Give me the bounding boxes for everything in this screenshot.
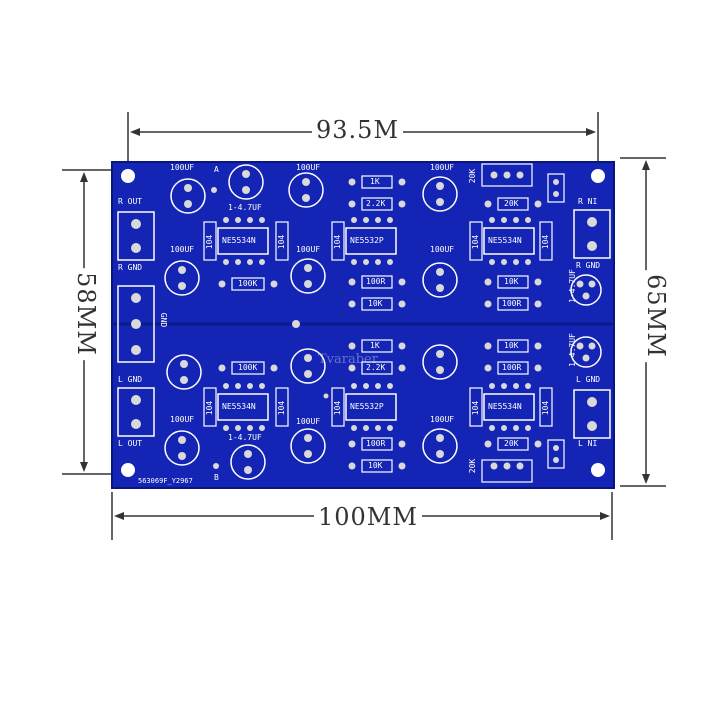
- label-c104-5: 104: [541, 234, 551, 250]
- label-r-20k-top: 20K: [504, 199, 519, 208]
- mounting-holes: [121, 169, 605, 477]
- label-r-ni: R NI: [578, 197, 598, 206]
- label-r-100r-right-top: 100R: [502, 299, 522, 308]
- label-cap-4: 100UF: [170, 245, 195, 254]
- connector-r-out: [117, 211, 155, 261]
- label-r-10k-bottom: 10K: [368, 461, 383, 470]
- label-c104-7: 104: [277, 400, 287, 416]
- label-ic-left-top: NE5534N: [222, 236, 256, 245]
- potentiometer-top: [481, 163, 565, 203]
- label-l-gnd-right: L GND: [576, 375, 601, 384]
- label-cap-small-4: 1-4.7UF: [567, 333, 577, 367]
- dimension-arrows: [80, 128, 650, 520]
- label-l-ni: L NI: [578, 439, 598, 448]
- potentiometer-bottom: [481, 439, 565, 483]
- watermark: Tvaraber: [318, 352, 378, 367]
- label-c104-6: 104: [205, 400, 215, 416]
- label-r-2k2-top: 2.2K: [366, 199, 386, 208]
- label-pot-20k-bottom: 20K: [468, 458, 478, 474]
- resistor-pads: [218, 178, 542, 470]
- label-r-10k-right-top: 10K: [504, 277, 519, 286]
- label-cap-7: 100UF: [170, 415, 195, 424]
- label-cap-9: 100UF: [430, 415, 455, 424]
- label-cap-2: 100UF: [296, 163, 321, 172]
- label-r-100r-bottom: 100R: [366, 439, 386, 448]
- label-cap-small-3: 1-4.7UF: [567, 269, 577, 303]
- connector-r-ni: [573, 209, 611, 259]
- label-r-10k-top: 10K: [368, 299, 383, 308]
- label-c104-8: 104: [333, 400, 343, 416]
- cap-104-boxes: [203, 221, 553, 427]
- label-l-gnd: L GND: [118, 375, 143, 384]
- label-cap-3: 100UF: [430, 163, 455, 172]
- label-c104-4: 104: [471, 234, 481, 250]
- label-cap-small-2: 1-4.7UF: [228, 433, 262, 442]
- label-r-100r-right-bottom: 100R: [502, 363, 522, 372]
- label-ic-mid-bottom: NE5532P: [350, 402, 384, 411]
- label-c104-3: 104: [333, 234, 343, 250]
- capacitor-outlines: [164, 164, 602, 480]
- label-c104-2: 104: [277, 234, 287, 250]
- label-gnd: GND: [159, 312, 169, 328]
- label-ic-right-bottom: NE5534N: [488, 402, 522, 411]
- label-ic-right-top: NE5534N: [488, 236, 522, 245]
- label-corner-a: A: [214, 165, 219, 174]
- label-r-100k-top: 100K: [238, 279, 258, 288]
- label-ic-mid-top: NE5532P: [350, 236, 384, 245]
- connector-l-out: [117, 387, 155, 437]
- ic-pins: [223, 217, 531, 431]
- label-cap-small-1: 1-4.7UF: [228, 203, 262, 212]
- label-c104-9: 104: [471, 400, 481, 416]
- label-l-out: L OUT: [118, 439, 143, 448]
- label-cap-1: 100UF: [170, 163, 195, 172]
- dimension-top-label: 93.5M: [312, 116, 404, 144]
- label-r-2k2-bottom: 2.2K: [366, 363, 386, 372]
- capacitor-pads: [178, 170, 596, 474]
- label-r-1k-top: 1K: [370, 177, 380, 186]
- label-r-20k-bottom: 20K: [504, 439, 519, 448]
- label-ic-left-bottom: NE5534N: [222, 402, 256, 411]
- label-c104-1: 104: [205, 234, 215, 250]
- dimension-bottom-label: 100MM: [314, 503, 422, 531]
- label-r-gnd: R GND: [118, 263, 143, 272]
- resistor-boxes: [231, 175, 529, 473]
- label-r-10k-right-bottom: 10K: [504, 341, 519, 350]
- connector-l-ni: [573, 389, 611, 439]
- label-r-1k-bottom: 1K: [370, 341, 380, 350]
- label-cap-6: 100UF: [430, 245, 455, 254]
- connector-gnd-left: [117, 285, 155, 363]
- label-pot-20k-top: 20K: [468, 168, 478, 184]
- label-corner-b: B: [214, 473, 219, 482]
- label-r-100k-bottom: 100K: [238, 363, 258, 372]
- label-r-out: R OUT: [118, 197, 143, 206]
- vias: [211, 187, 329, 469]
- label-r-gnd-right: R GND: [576, 261, 601, 270]
- label-cap-5: 100UF: [296, 245, 321, 254]
- label-r-100r-top: 100R: [366, 277, 386, 286]
- label-c104-10: 104: [541, 400, 551, 416]
- label-cap-8: 100UF: [296, 417, 321, 426]
- board-id-code: 563069F_Y2967: [138, 477, 193, 485]
- ic-outlines: [217, 227, 535, 421]
